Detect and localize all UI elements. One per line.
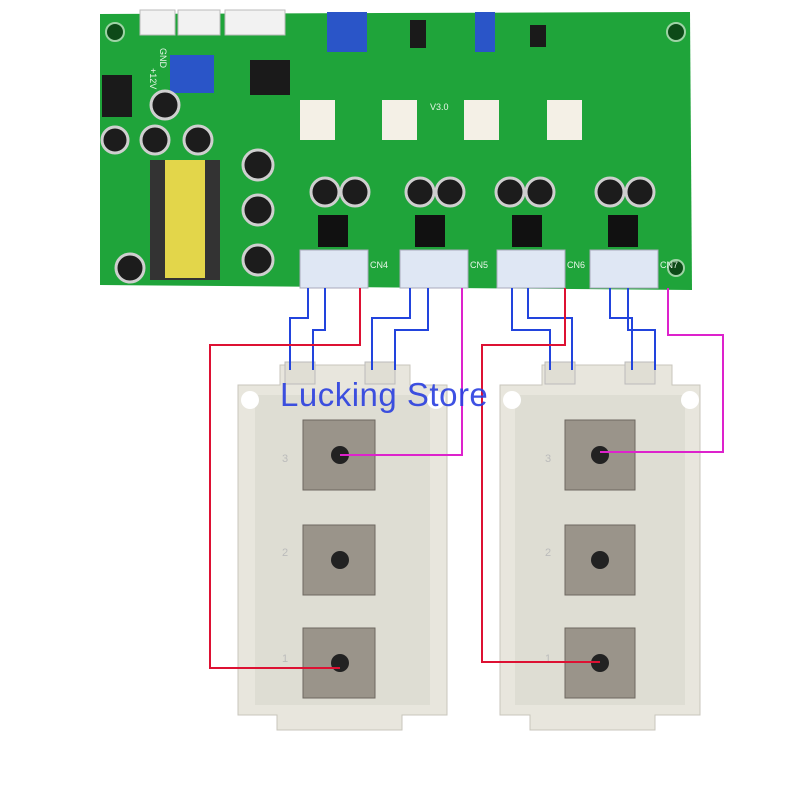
ic-chip [250,60,290,95]
watermark: Lucking Store [280,376,489,413]
power-label-gnd: GND [158,48,168,69]
terminal-label: 3 [282,453,288,465]
ic-chip [530,25,546,47]
mount-hole [503,391,521,409]
regulator [102,75,132,117]
ic-chip [410,20,426,48]
connector-cn5 [399,249,469,289]
terminal-label: 2 [545,547,551,559]
igbt-module-right: 3 2 1 [499,361,701,731]
wire-gate [289,288,309,370]
optocoupler [382,100,417,140]
cn6-label: CN6 [567,260,585,270]
transistor [415,215,445,247]
connector-cn4 [299,249,369,289]
version-label: V3.0 [430,102,449,112]
mount-hole [666,22,686,42]
wire-gate [312,288,326,370]
wire-collector [600,288,724,453]
optocoupler [464,100,499,140]
wiring [209,288,724,669]
trimmer-pot [347,12,367,52]
terminal-label: 1 [545,653,551,665]
wire-gate [609,288,633,370]
wire-gate [371,288,411,370]
wire-gate [527,288,573,370]
wire-collector [209,288,361,669]
terminal-label: 2 [282,547,288,559]
mount-hole [427,391,445,409]
gate-pins [544,361,576,385]
transistor [318,215,348,247]
terminal-label: 3 [545,453,551,465]
trimmer-pot [192,55,214,93]
mount-hole [681,391,699,409]
trimmer-pot [170,55,192,93]
cn5-label: CN5 [470,260,488,270]
mount-hole [105,22,125,42]
transformer [165,160,205,278]
mount-hole [667,259,685,277]
optocoupler [547,100,582,140]
header-connector [177,9,221,36]
connector-cn7 [589,249,659,289]
gate-pins [624,361,656,385]
capacitors [100,89,656,284]
cn7-label: CN7 [660,260,678,270]
transistor [608,215,638,247]
wire-collector [481,288,600,663]
trimmer-pot [327,12,347,52]
trimmer-pot [475,12,495,52]
terminal-label: 1 [282,653,288,665]
header-connector [139,9,176,36]
mount-hole [241,391,259,409]
optocoupler [300,100,335,140]
header-connector [224,9,286,36]
wire-collector [340,288,463,456]
transistor [512,215,542,247]
wire-gate [511,288,551,370]
wire-gate [627,288,656,370]
connector-cn6 [496,249,566,289]
gate-pins [284,361,316,385]
driver-board: V3.0 +12V GND CN4 CN5 CN6 CN7 [100,9,692,290]
power-label-12v: +12V [148,68,158,89]
igbt-module-left: 3 2 1 [237,361,448,731]
wire-gate [394,288,429,370]
cn4-label: CN4 [370,260,388,270]
